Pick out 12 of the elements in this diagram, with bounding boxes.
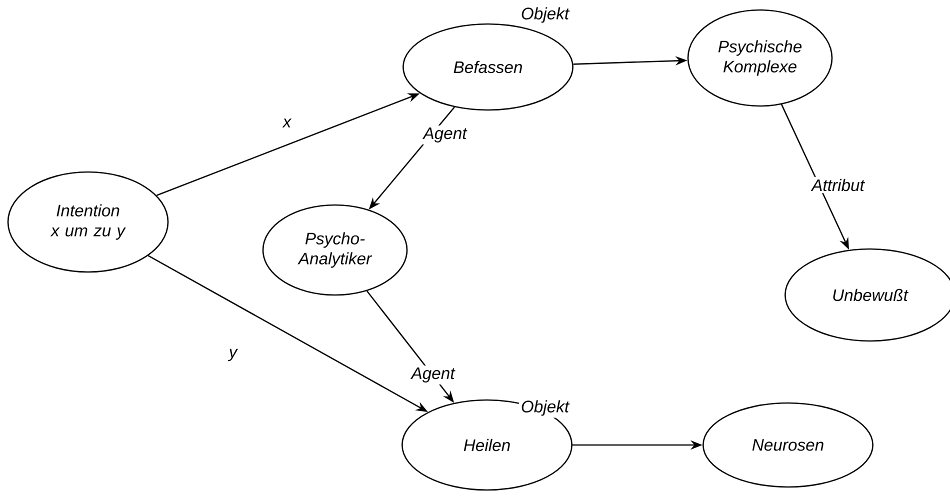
edge-label: x bbox=[280, 116, 294, 130]
ellipse-node: Befassen bbox=[402, 23, 574, 111]
edge-label: Objekt bbox=[518, 398, 572, 418]
ellipse-node: Intention x um zu y bbox=[7, 171, 169, 273]
edge-label: Agent bbox=[421, 126, 469, 144]
edge-label: Agent bbox=[409, 366, 457, 384]
ellipse-node: Neurosen bbox=[702, 402, 874, 488]
edge-label: y bbox=[226, 346, 240, 364]
edge-label: Attribut bbox=[810, 176, 866, 194]
ellipse-node: Psycho-Analytiker bbox=[262, 204, 408, 296]
ellipse-node: Psychische Komplexe bbox=[687, 9, 833, 107]
edge-label: Objekt bbox=[518, 5, 572, 25]
